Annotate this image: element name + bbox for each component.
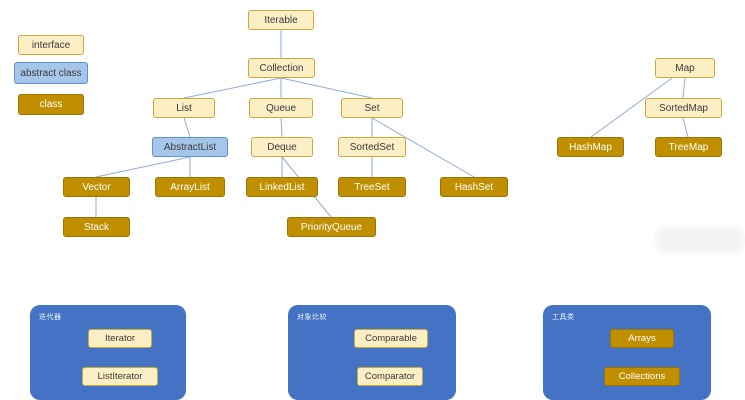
edge-map-sortedmap <box>682 77 686 99</box>
edge-map-hashmap <box>590 77 673 138</box>
group-iterators: 迭代器 Iterator ListIterator <box>30 305 186 400</box>
legend-class: class <box>18 94 84 115</box>
node-collections: Collections <box>604 367 680 386</box>
node-treeset: TreeSet <box>338 177 406 197</box>
node-hashset: HashSet <box>440 177 508 197</box>
node-linkedlist: LinkedList <box>246 177 318 197</box>
edge-abstractlist-vector <box>95 156 191 178</box>
node-stack: Stack <box>63 217 130 237</box>
node-iterable: Iterable <box>248 10 314 30</box>
node-comparator: Comparator <box>357 367 423 386</box>
node-hashmap: HashMap <box>557 137 624 157</box>
node-list: List <box>153 98 215 118</box>
node-treemap: TreeMap <box>655 137 722 157</box>
edge-sortedmap-treemap <box>682 117 689 138</box>
edge-collection-set <box>280 77 373 99</box>
group-comparison-title: 对象比较 <box>297 314 327 321</box>
edge-collection-list <box>183 77 282 99</box>
node-sortedset: SortedSet <box>338 137 406 157</box>
group-utilities-title: 工具类 <box>552 314 575 321</box>
node-queue: Queue <box>249 98 313 118</box>
node-map: Map <box>655 58 715 78</box>
group-comparison: 对象比较 Comparable Comparator <box>288 305 456 400</box>
node-arraylist: ArrayList <box>155 177 225 197</box>
node-comparable: Comparable <box>354 329 428 348</box>
node-iterator: Iterator <box>88 329 152 348</box>
node-deque: Deque <box>251 137 313 157</box>
node-abstractlist: AbstractList <box>152 137 228 157</box>
node-vector: Vector <box>63 177 130 197</box>
legend-abstract-class: abstract class <box>14 62 88 84</box>
node-collection: Collection <box>248 58 315 78</box>
node-set: Set <box>341 98 403 118</box>
edge-set-hashset <box>371 117 475 178</box>
group-iterators-title: 迭代器 <box>39 314 62 321</box>
node-arrays: Arrays <box>610 329 674 348</box>
node-listiterator: ListIterator <box>82 367 158 386</box>
watermark-smudge <box>655 226 745 254</box>
node-priorityqueue: PriorityQueue <box>287 217 376 237</box>
edge-list-abstractlist <box>183 117 191 138</box>
node-sortedmap: SortedMap <box>645 98 722 118</box>
edge-queue-deque <box>280 117 283 138</box>
group-utilities: 工具类 Arrays Collections <box>543 305 711 400</box>
legend-interface: interface <box>18 35 84 55</box>
